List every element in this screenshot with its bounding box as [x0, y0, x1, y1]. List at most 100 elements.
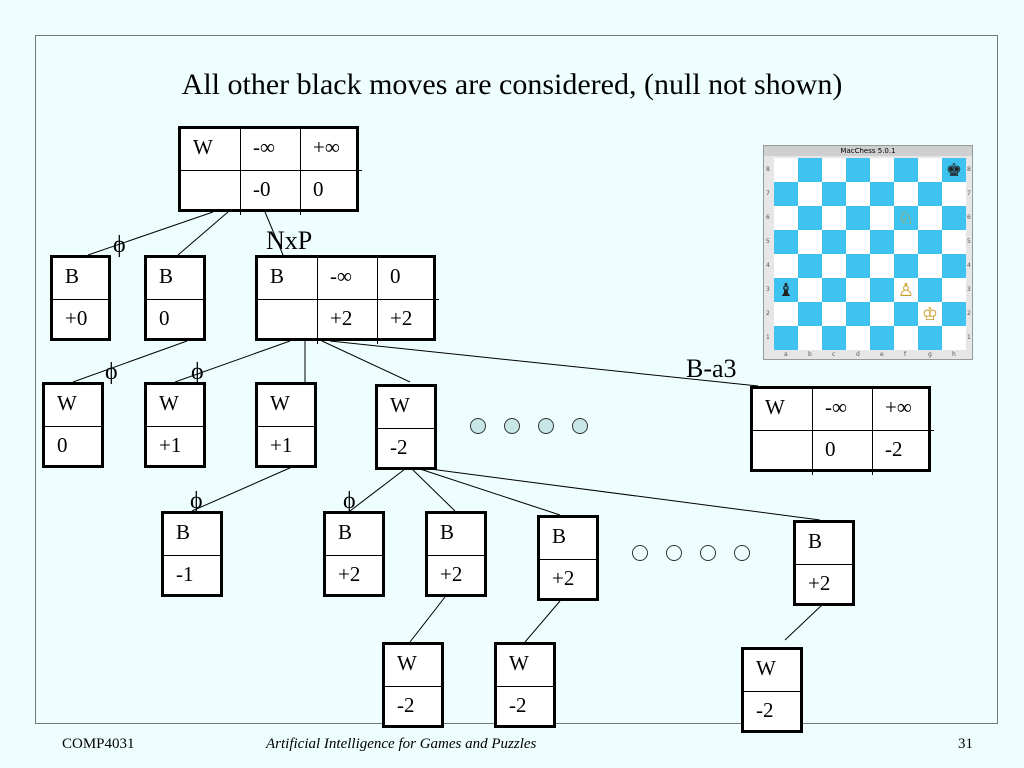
- board-square: [942, 302, 966, 326]
- chess-piece-icon: ♔: [921, 304, 939, 324]
- node-player: B: [540, 518, 596, 560]
- board-square: [918, 158, 942, 182]
- tree-node-w4: W -2: [375, 384, 437, 470]
- rank-label: 4: [967, 262, 971, 269]
- tree-node-bb2: B +2: [323, 511, 385, 597]
- board-square: [774, 206, 798, 230]
- node-empty: [181, 171, 241, 215]
- board-square: [846, 254, 870, 278]
- board-square: [894, 326, 918, 350]
- rank-label: 5: [766, 238, 770, 245]
- footer-page-number: 31: [958, 736, 973, 752]
- edge: [409, 596, 446, 643]
- node-player: B: [164, 514, 220, 556]
- board-square: [822, 182, 846, 206]
- tree-node-bb5: B +2: [793, 520, 855, 606]
- rank-label: 7: [967, 190, 971, 197]
- rank-label: 6: [967, 214, 971, 221]
- board-square: ♔: [918, 302, 942, 326]
- board-square: [798, 230, 822, 254]
- edge: [87, 211, 214, 256]
- board-square: [798, 158, 822, 182]
- rank-label: 1: [967, 334, 971, 341]
- board-square: [846, 302, 870, 326]
- ellipsis-dot: [666, 545, 682, 561]
- board-square: [894, 158, 918, 182]
- tree-node-w3: W +1: [255, 382, 317, 468]
- file-label: d: [856, 351, 860, 358]
- node-player: W: [385, 645, 441, 687]
- board-square: [822, 158, 846, 182]
- edge: [411, 468, 456, 512]
- board-square: [894, 254, 918, 278]
- node-player: B: [796, 523, 852, 565]
- phi-label: ϕ: [190, 488, 203, 514]
- phi-label: ϕ: [343, 488, 356, 514]
- rank-label: 8: [766, 166, 770, 173]
- rank-label: 5: [967, 238, 971, 245]
- rank-label: 3: [967, 286, 971, 293]
- board-square: [942, 230, 966, 254]
- board-square: [846, 206, 870, 230]
- board-square: ♙: [894, 278, 918, 302]
- chess-piece-icon: ♚: [945, 160, 963, 180]
- board-square: [942, 326, 966, 350]
- board-square: [846, 230, 870, 254]
- board-square: [918, 230, 942, 254]
- board-square: ♝: [774, 278, 798, 302]
- node-value: +1: [159, 433, 182, 457]
- file-label: a: [784, 351, 788, 358]
- chess-board: ♚ ♘ ♝ ♙ ♔: [774, 158, 966, 350]
- edge-label-b-a3: B-a3: [686, 354, 737, 383]
- node-player: W: [497, 645, 553, 687]
- board-square: [798, 206, 822, 230]
- board-square: [918, 278, 942, 302]
- node-value: -2: [397, 693, 415, 717]
- board-square: [798, 182, 822, 206]
- board-square: [774, 326, 798, 350]
- ellipsis-dot: [504, 418, 520, 434]
- board-square: [894, 230, 918, 254]
- node-player: B: [428, 514, 484, 556]
- board-square: [774, 182, 798, 206]
- board-square: [798, 278, 822, 302]
- chess-piece-icon: ♙: [897, 280, 915, 300]
- node-player: B: [326, 514, 382, 556]
- tree-node-b2: B 0: [144, 255, 206, 341]
- board-square: [846, 278, 870, 302]
- rank-label: 2: [967, 310, 971, 317]
- tree-node-w1: W 0: [42, 382, 104, 468]
- board-square: [798, 254, 822, 278]
- board-square: [918, 206, 942, 230]
- node-alpha: -∞: [813, 389, 873, 431]
- board-square: [822, 254, 846, 278]
- board-square: [822, 326, 846, 350]
- node-alpha: -∞: [318, 258, 378, 300]
- board-square: [822, 302, 846, 326]
- node-value: +2: [338, 562, 361, 586]
- node-alpha: -∞: [241, 129, 301, 171]
- ellipsis-dot: [700, 545, 716, 561]
- board-square: ♘: [894, 206, 918, 230]
- board-square: [798, 302, 822, 326]
- node-player: W: [181, 129, 241, 171]
- tree-node-b3: B -∞ 0 +2 +2: [255, 255, 439, 344]
- board-square: [822, 230, 846, 254]
- board-square: [774, 230, 798, 254]
- chess-piece-icon: ♘: [897, 208, 915, 228]
- board-square: [846, 182, 870, 206]
- node-value: -2: [509, 693, 527, 717]
- node-value: -2: [756, 698, 774, 722]
- node-bound: -2: [885, 437, 903, 461]
- node-value: 0: [57, 433, 68, 457]
- tree-node-ww1: W -2: [382, 642, 444, 728]
- board-square: [942, 278, 966, 302]
- edge: [524, 600, 561, 643]
- board-square: [894, 182, 918, 206]
- edge: [784, 604, 823, 641]
- edge: [264, 211, 284, 256]
- board-square: [894, 302, 918, 326]
- board-square: [822, 206, 846, 230]
- tree-node-b1: B +0: [50, 255, 111, 341]
- node-bound: +2: [390, 306, 413, 330]
